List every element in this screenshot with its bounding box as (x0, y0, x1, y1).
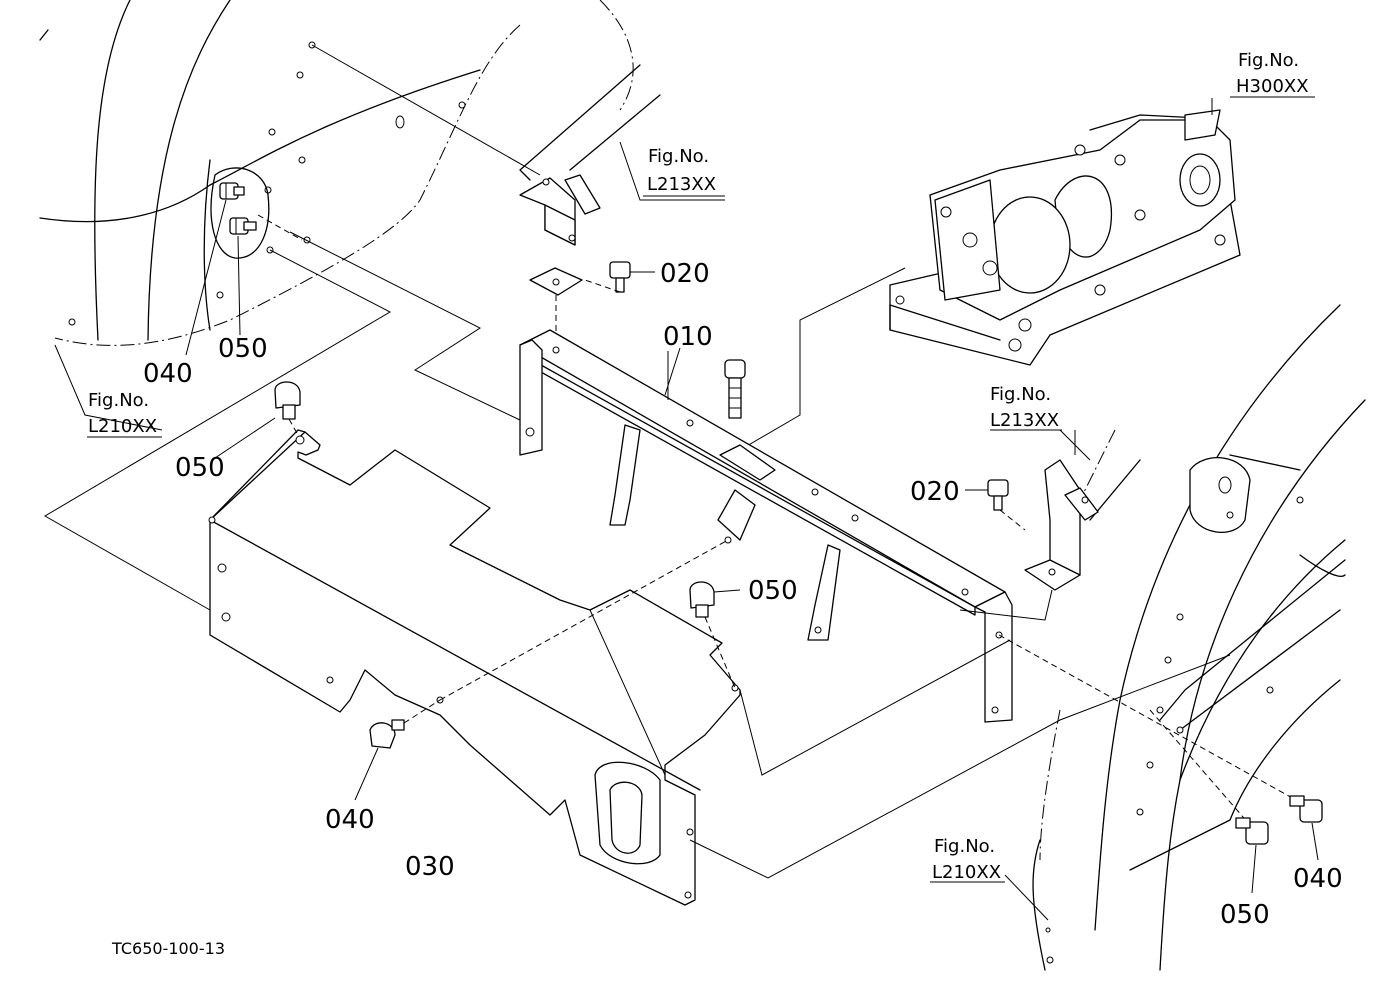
hydraulic-housing (889, 109, 1241, 366)
part-label-020-right: 020 (910, 477, 960, 507)
bolt-050-center (689, 581, 715, 618)
part-label-050-panel: 050 (175, 453, 225, 483)
bolt-050-right-fender (1235, 817, 1269, 845)
fig-label-l210-right: Fig.No. (934, 836, 995, 857)
right-mounting-bracket (1024, 429, 1141, 591)
bolt-040-panel-bottom (369, 719, 405, 749)
part-label-030: 030 (405, 852, 455, 882)
part-label-040-left: 040 (143, 359, 193, 389)
drawing-code: TC650-100-13 (111, 939, 225, 958)
part-label-050-left-fender: 050 (218, 334, 268, 364)
center-bolt-010 (724, 359, 746, 419)
bolt-020-right (987, 479, 1009, 511)
part-label-010: 010 (663, 322, 713, 352)
part-label-050-center: 050 (748, 576, 798, 606)
main-frame-010 (519, 329, 1013, 723)
top-mounting-bracket (519, 0, 661, 296)
fig-ref-l210-left: L210XX (88, 416, 157, 437)
bolt-050-panel-left (274, 381, 301, 420)
part-label-050-right: 050 (1220, 900, 1270, 930)
bolt-040-left-fender (219, 182, 245, 200)
bolt-020-top (609, 261, 631, 293)
fig-ref-h300: H300XX (1236, 76, 1309, 97)
bolt-040-right-fender (1289, 795, 1323, 823)
part-label-020-top: 020 (660, 259, 710, 289)
right-fender (1032, 304, 1366, 971)
part-label-040-right: 040 (1293, 864, 1343, 894)
cover-plate-030 (208, 429, 741, 906)
fig-label-l213-right: Fig.No. (990, 384, 1051, 405)
fig-label-l213-top: Fig.No. (648, 146, 709, 167)
fig-label-l210-left: Fig.No. (88, 390, 149, 411)
part-label-040-bottom: 040 (325, 805, 375, 835)
fig-ref-l213-right: L213XX (990, 410, 1059, 431)
fig-ref-l210-right: L210XX (932, 862, 1001, 883)
left-fender (39, 0, 521, 346)
fig-label-h300: Fig.No. (1238, 50, 1299, 71)
bolt-050-left-fender (229, 217, 257, 235)
fig-ref-l213-top: L213XX (647, 174, 716, 195)
